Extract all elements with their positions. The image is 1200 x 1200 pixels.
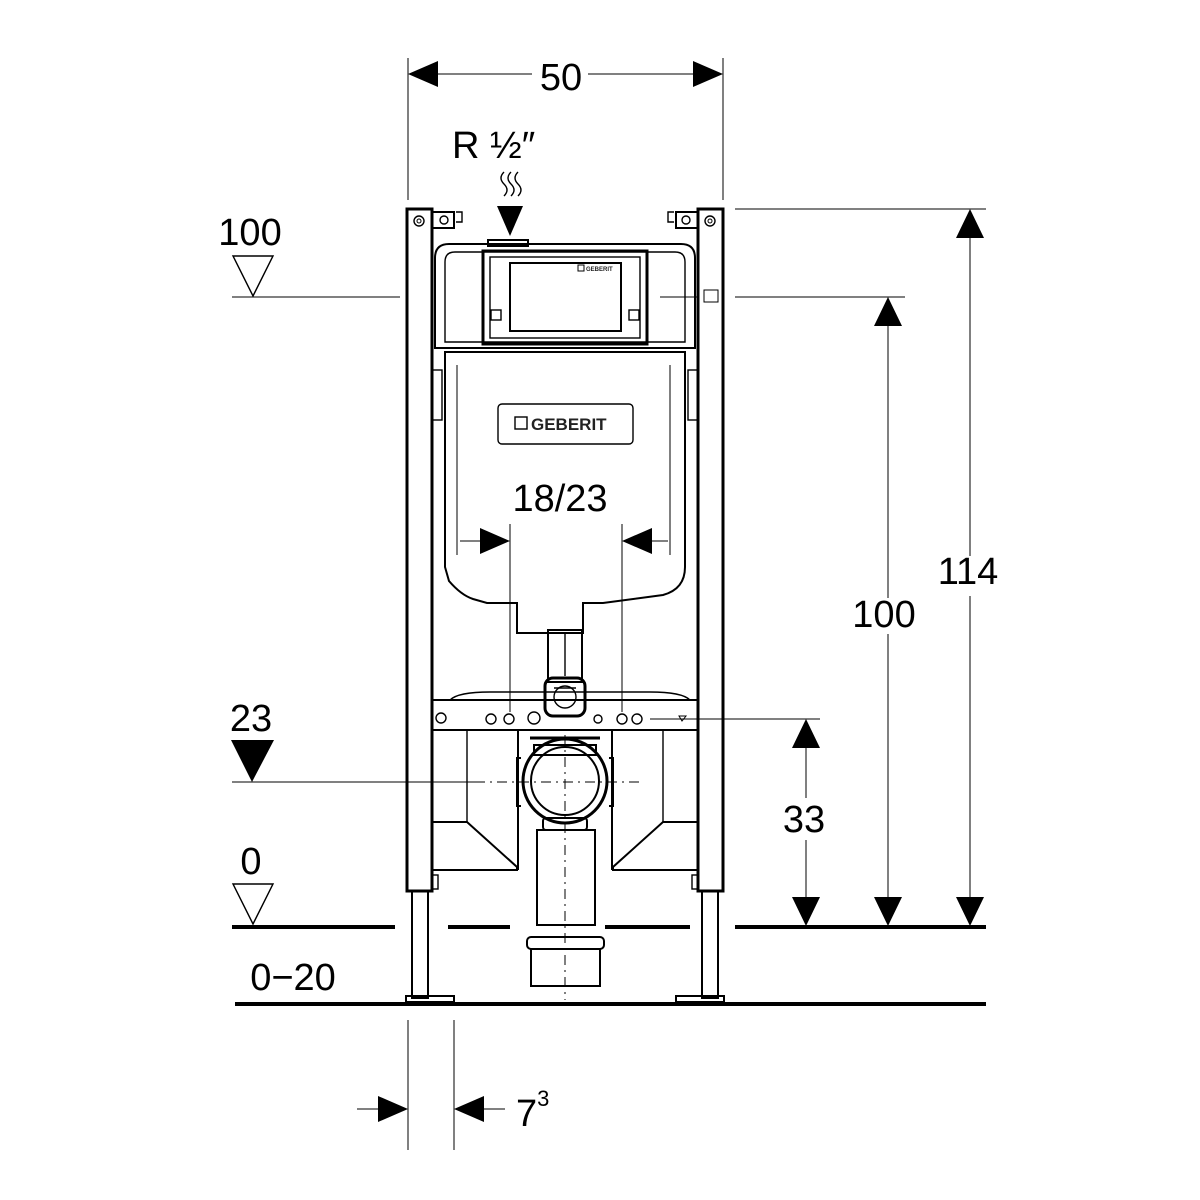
level-0-label: 0	[240, 841, 261, 883]
level-marker-23: 23	[230, 698, 475, 783]
level-marker-0: 0	[231, 841, 275, 926]
inlet-label: R ½″	[452, 125, 535, 167]
level-23-label: 23	[230, 698, 272, 740]
geberit-actuator-logo: GEBERIT	[586, 267, 613, 273]
cistern: GEBERIT GEBERIT	[434, 239, 696, 683]
foot-dimension: 73	[357, 1020, 549, 1150]
floor-lines	[232, 925, 986, 1006]
drain-height-dimension: 33	[783, 719, 825, 926]
flush-height-dimension: 100	[660, 296, 916, 926]
foot-label: 73	[516, 1086, 549, 1135]
total-height-label: 114	[938, 551, 999, 593]
total-height-dimension: 114	[735, 208, 999, 926]
width-label: 50	[540, 57, 582, 99]
geberit-panel-logo: GEBERIT	[531, 415, 607, 434]
mounting-rail	[431, 676, 820, 731]
water-inlet: R ½″	[452, 125, 535, 236]
bolt-spacing-dimension: 18/23	[460, 478, 668, 712]
level-100-label: 100	[218, 212, 281, 254]
width-dimension: 50	[407, 57, 724, 200]
bolt-spacing-label: 18/23	[512, 478, 607, 520]
drain-height-label: 33	[783, 799, 825, 841]
wc-drain-connection	[431, 730, 699, 1000]
floor-adjust-label: 0−20	[250, 957, 336, 999]
level-marker-100: 100	[218, 212, 400, 298]
installation-frame	[405, 207, 725, 1003]
flush-height-label: 100	[852, 594, 915, 636]
inlet-arrow-icon	[497, 206, 523, 236]
